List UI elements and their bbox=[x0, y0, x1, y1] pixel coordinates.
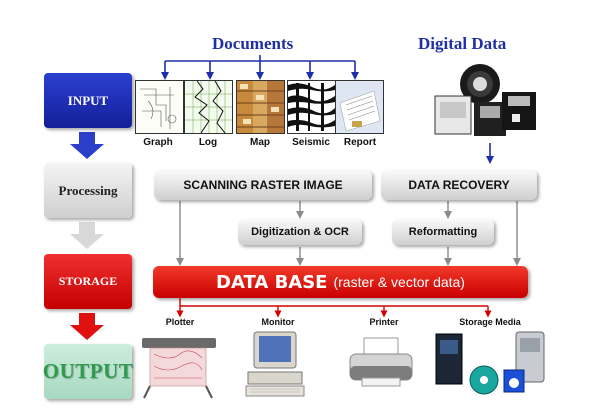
seismic-image bbox=[287, 80, 336, 134]
stage-storage: STORAGE bbox=[44, 254, 132, 309]
storage-media-image bbox=[435, 331, 545, 395]
database-bar: DATA BASE (raster & vector data) bbox=[153, 266, 528, 298]
digital-data-title: Digital Data bbox=[418, 34, 507, 53]
doc-label-map: Map bbox=[250, 137, 270, 148]
digital-media-image bbox=[434, 64, 536, 136]
output-label-storage-media: Storage Media bbox=[459, 317, 521, 327]
graph-image bbox=[135, 80, 184, 134]
documents-title: Documents bbox=[212, 34, 294, 53]
printer-image bbox=[349, 337, 413, 387]
report-image bbox=[335, 80, 384, 134]
database-title: DATA BASE bbox=[216, 271, 328, 293]
map-image bbox=[236, 80, 285, 134]
log-image bbox=[184, 80, 233, 134]
scanning-raster-image-bar: SCANNING RASTER IMAGE bbox=[154, 170, 372, 200]
data-recovery-bar: DATA RECOVERY bbox=[381, 170, 537, 200]
digitization-ocr-bar: Digitization & OCR bbox=[238, 219, 362, 245]
stage-input: INPUT bbox=[44, 73, 132, 128]
output-label-plotter: Plotter bbox=[165, 317, 195, 327]
arrow-input-processing bbox=[70, 132, 104, 159]
database-subtitle: (raster & vector data) bbox=[333, 274, 465, 290]
doc-label-log: Log bbox=[198, 137, 218, 148]
arrow-storage-output bbox=[70, 313, 104, 340]
stage-output: OUTPUT bbox=[43, 344, 133, 399]
plotter-image bbox=[142, 338, 216, 399]
reformatting-bar: Reformatting bbox=[392, 219, 494, 245]
arrow-processing-storage bbox=[70, 222, 104, 249]
doc-label-graph: Graph bbox=[143, 137, 173, 148]
doc-label-seismic: Seismic bbox=[292, 137, 330, 148]
stage-processing: Processing bbox=[44, 163, 132, 218]
doc-label-report: Report bbox=[343, 137, 377, 148]
output-label-monitor: Monitor bbox=[261, 317, 295, 327]
documents-bracket bbox=[161, 55, 359, 80]
monitor-image bbox=[245, 331, 305, 397]
output-label-printer: Printer bbox=[369, 317, 399, 327]
